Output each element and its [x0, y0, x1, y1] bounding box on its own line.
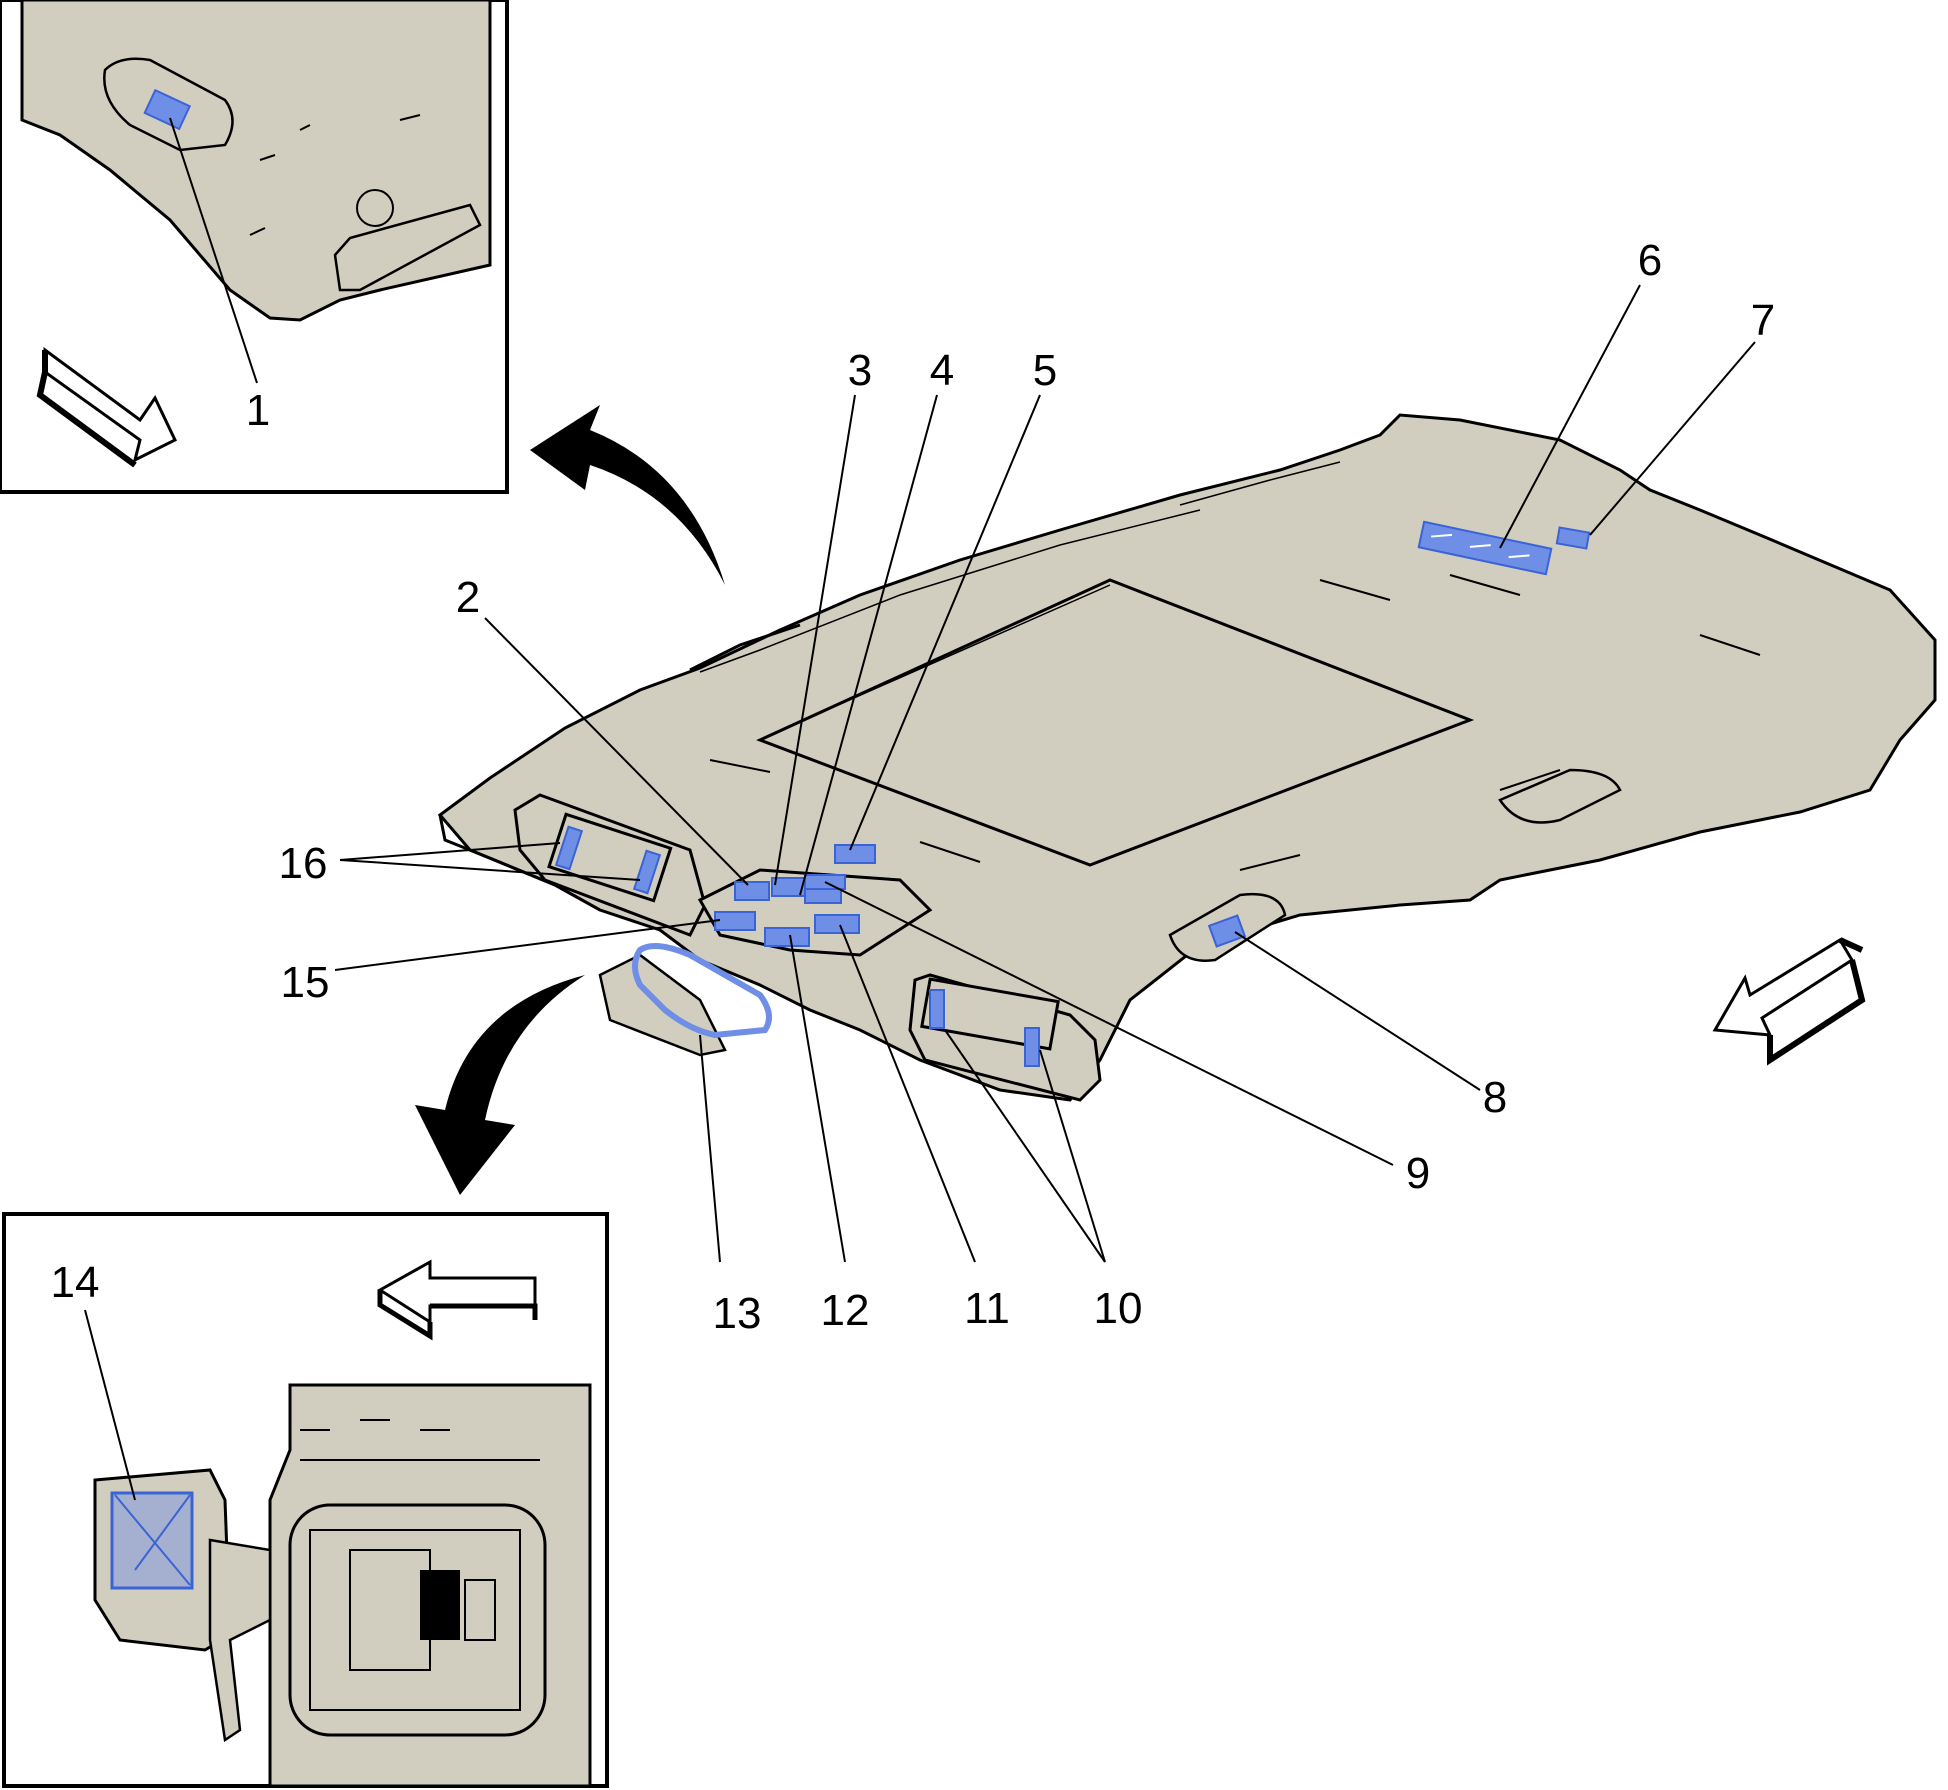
console-button-11	[814, 914, 860, 934]
console-button-12	[764, 927, 810, 947]
callout-5: 5	[1033, 346, 1057, 395]
sunroof-opening	[756, 578, 1475, 867]
callout-10: 10	[1094, 1284, 1143, 1333]
console-light-5	[834, 844, 876, 864]
callout-1: 1	[246, 386, 270, 435]
coat-hook-8	[1207, 914, 1247, 948]
vanity-lamp-10b	[1024, 1027, 1040, 1067]
inset-bottom-left	[2, 1212, 609, 1788]
rearview-mirror-13	[632, 943, 772, 1039]
curved-pointer-arrow-icon	[415, 975, 585, 1195]
callout-12: 12	[821, 1286, 870, 1335]
callout-8: 8	[1483, 1073, 1507, 1122]
direction-arrow-icon	[377, 1259, 538, 1341]
headliner-side-trim	[639, 449, 1341, 691]
callout-14: 14	[51, 1258, 100, 1307]
inset-hook-1	[143, 88, 192, 131]
headliner-main	[437, 413, 1937, 1102]
callout-4: 4	[930, 346, 954, 395]
callout-13: 13	[713, 1289, 762, 1338]
callout-2: 2	[456, 573, 480, 622]
callout-16: 16	[279, 839, 328, 888]
inset-mirror-stem	[208, 1538, 272, 1743]
console-button-15	[714, 911, 756, 931]
rear-clip-7	[1555, 526, 1591, 550]
callout-9: 9	[1406, 1149, 1430, 1198]
callout-15: 15	[281, 958, 330, 1007]
callout-7: 7	[1751, 296, 1775, 345]
vanity-lamp-16a	[554, 825, 584, 871]
vanity-lamp-10a	[929, 989, 945, 1029]
curved-pointer-arrow-icon	[530, 405, 725, 585]
leader-lines	[84, 117, 1756, 1501]
rear-grab-handle	[1498, 768, 1622, 824]
callout-6: 6	[1638, 236, 1662, 285]
console-button-2	[734, 881, 770, 901]
callout-11: 11	[964, 1284, 1010, 1333]
direction-arrow-icon	[1712, 937, 1866, 1066]
vanity-lamp-16b	[632, 849, 662, 895]
inset-visor-clip	[333, 203, 482, 292]
rear-module-6	[1417, 520, 1553, 576]
inset-top-left	[0, 0, 509, 494]
callout-labels: 1 2 3 4 5 6 7 8 9 10 11 12 13 14 15 16	[51, 236, 1776, 1338]
callout-3: 3	[848, 346, 872, 395]
direction-arrow-icon	[36, 347, 177, 468]
